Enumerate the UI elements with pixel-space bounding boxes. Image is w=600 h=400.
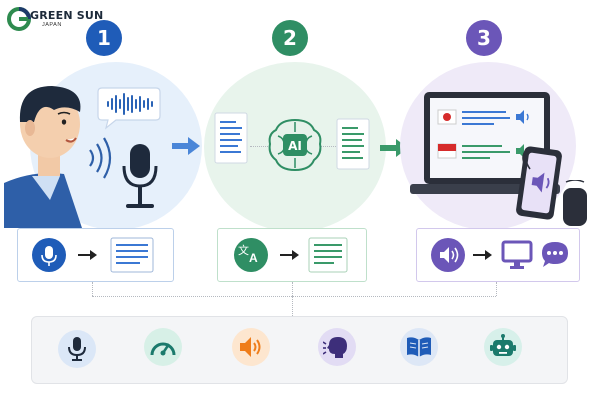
translated-document-icon: [336, 118, 370, 170]
step-1-badge: 1: [86, 20, 122, 56]
speaking-person-illustration: [4, 86, 112, 228]
connector-line: [292, 296, 293, 316]
arrow-right-icon: [172, 137, 200, 155]
tool-tray: [31, 316, 568, 384]
brand-subtitle: JAPAN: [42, 22, 62, 28]
step-3-badge: 3: [466, 20, 502, 56]
open-book-icon: [407, 337, 431, 357]
tool-book: [400, 328, 438, 366]
microphone-icon: [68, 337, 86, 361]
tool-robot: [484, 328, 522, 366]
translate-target-glyph: A: [249, 251, 258, 265]
tool-speedometer: [144, 328, 182, 366]
connector-line: [496, 282, 497, 296]
translation-box: 文 A: [217, 228, 367, 282]
smart-speaker-icon: [563, 180, 587, 226]
connector-line: [92, 296, 496, 297]
connector-line: [292, 282, 293, 296]
document-icon: [110, 237, 154, 273]
step-2-badge: 2: [272, 20, 308, 56]
microphone-icon: [122, 144, 158, 208]
green-sun-logo-icon: [7, 7, 31, 31]
document-icon: [308, 237, 348, 273]
source-document-icon: [214, 112, 248, 164]
speaking-head-icon: [323, 337, 347, 358]
translate-icon: [234, 238, 268, 272]
tool-speaking-head: [318, 328, 356, 366]
ai-chip-label: AI: [288, 139, 302, 153]
robot-icon: [490, 334, 516, 356]
connector-line: [250, 146, 270, 147]
chat-bubble-icon: [542, 242, 568, 267]
monitor-icon: [501, 240, 533, 269]
brand-logo: [6, 6, 86, 32]
smartphone-icon: [516, 146, 562, 220]
speedometer-icon: [150, 342, 176, 356]
arrow-right-icon: [280, 250, 299, 260]
arrow-right-icon: [78, 250, 97, 260]
translate-source-glyph: 文: [238, 244, 249, 257]
arrow-right-icon: [473, 250, 492, 260]
brand-name: GREEN SUN: [30, 9, 104, 22]
sound-wave-icon: [89, 149, 95, 167]
ai-brain-icon: [268, 118, 322, 172]
connector-line: [318, 146, 338, 147]
tool-microphone: [58, 330, 96, 368]
microphone-icon: [32, 238, 66, 272]
text-to-speech-box: [416, 228, 580, 282]
voice-bubble-icon: [97, 87, 161, 130]
speech-to-text-box: [17, 228, 174, 282]
speaker-icon: [240, 337, 261, 357]
connector-line: [92, 282, 93, 296]
sound-wave-icon: [522, 146, 531, 170]
speaker-icon: [431, 238, 465, 272]
tool-speaker: [232, 328, 270, 366]
